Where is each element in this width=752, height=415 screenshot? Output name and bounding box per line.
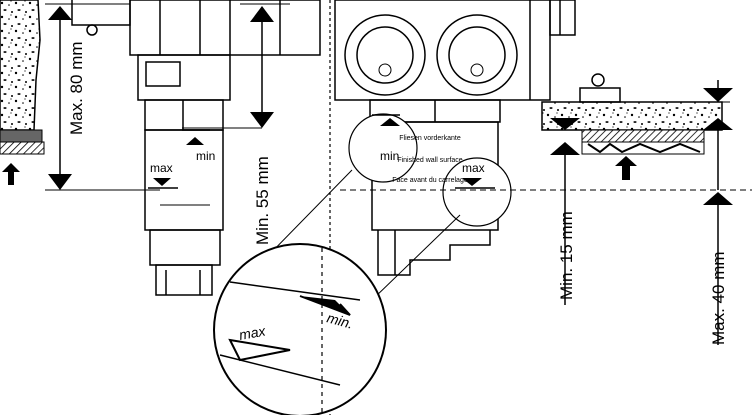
tile-label-fr: Face avant du carrelage (392, 177, 468, 184)
tile-label-en: Finished wall surface (397, 157, 462, 164)
up-arrow-icon (2, 163, 20, 185)
dimension-max-40: Max. 40 mm (700, 80, 733, 345)
dimension-max-80: Max. 80 mm (45, 3, 160, 191)
right-min-arrow-icon (380, 118, 400, 126)
detail-circle-max (442, 157, 512, 227)
right-valve-body (334, 0, 576, 276)
right-max-label: max (462, 161, 485, 175)
min-marker-arrow-icon (186, 137, 204, 145)
right-max-arrow-icon (462, 178, 482, 186)
left-valve-body (71, 0, 321, 296)
right-min-label: min (380, 149, 399, 163)
left-wall (0, 0, 45, 185)
max-mark-label: max (150, 161, 173, 175)
zoom-max-label: max (238, 322, 268, 343)
right-wall (541, 73, 723, 180)
max-40-label: Max. 40 mm (709, 251, 728, 345)
zoom-max-arrow-icon (228, 338, 291, 362)
min-mark-label: min (196, 149, 215, 163)
max-marker-arrow-icon (153, 178, 171, 186)
right-up-arrow-icon (615, 156, 637, 180)
dimension-min-55: Min. 55 mm (182, 3, 290, 245)
tile-label-de: Fliesen vorderkante (399, 135, 461, 142)
detail-circle-min (348, 113, 418, 183)
zoom-min-label: min. (325, 309, 355, 331)
min-15-label: Min. 15 mm (557, 211, 576, 300)
min-55-label: Min. 55 mm (253, 156, 272, 245)
zoom-detail: min. max (213, 169, 461, 415)
dimension-min-15: Min. 15 mm (545, 118, 580, 305)
max-80-label: Max. 80 mm (67, 41, 86, 135)
